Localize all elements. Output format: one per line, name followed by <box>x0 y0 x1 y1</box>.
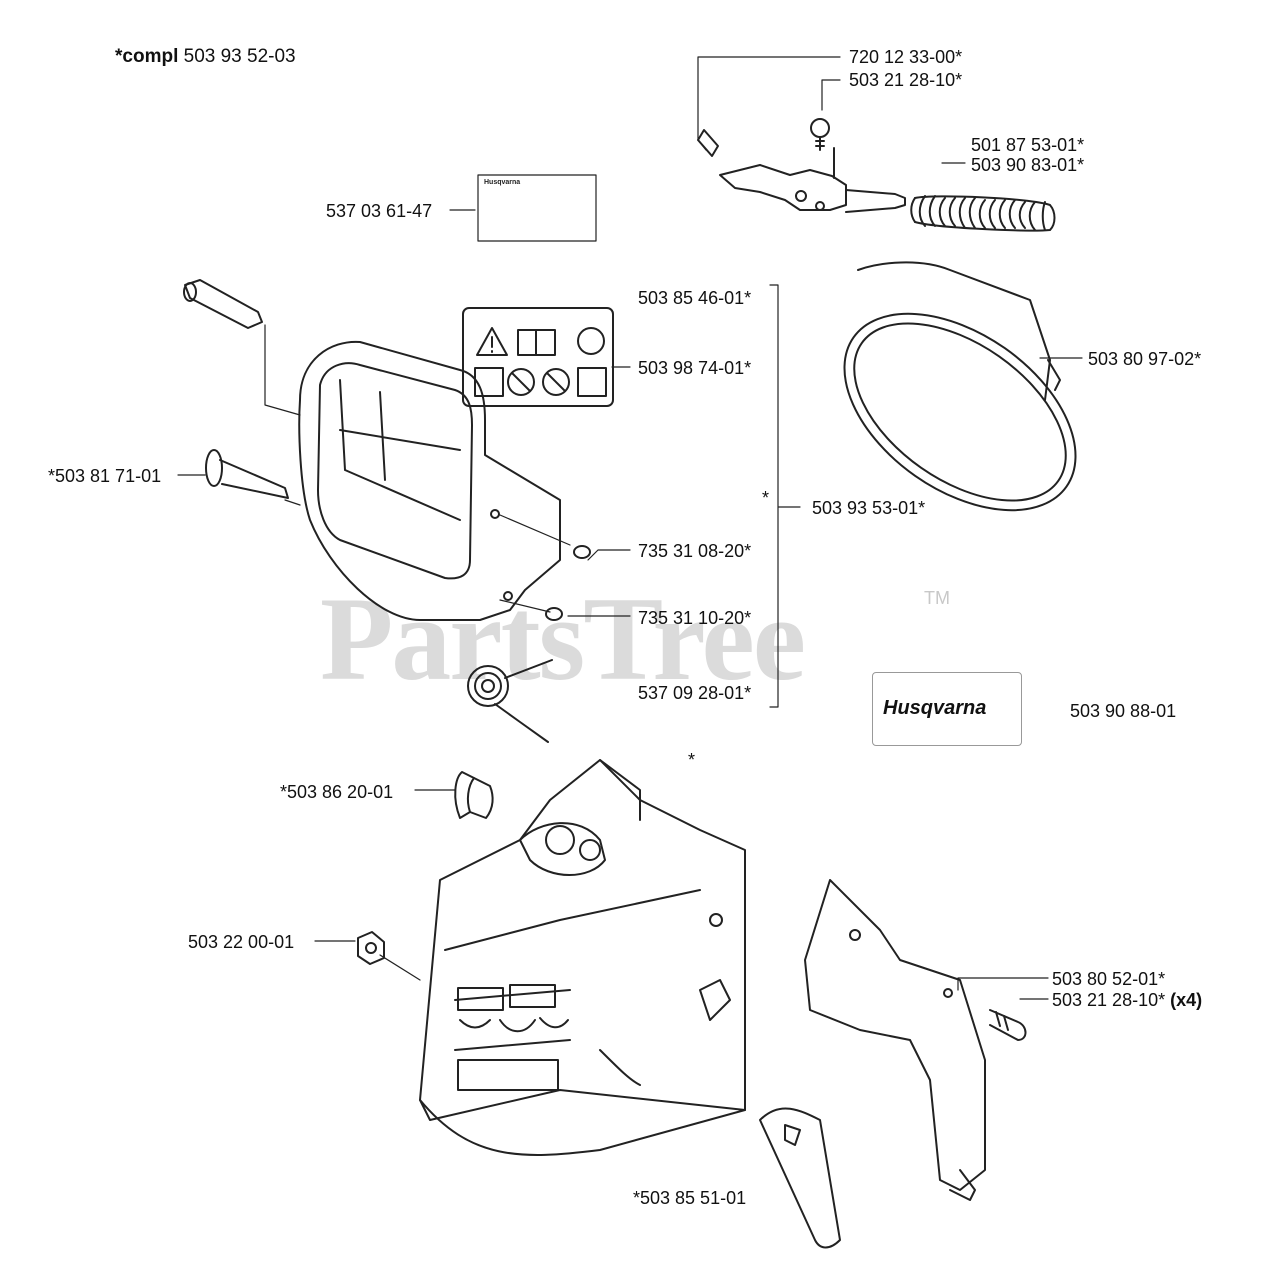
label-735-31-10-20: 735 31 10-20* <box>638 608 752 628</box>
decal-small <box>477 174 597 242</box>
label-503-21-28-10-bottom: 503 21 28-10* (x4) <box>1052 990 1202 1010</box>
label-503-81-71-01: *503 81 71-01 <box>48 466 162 486</box>
label-503-86-20-01: *503 86 20-01 <box>280 782 394 802</box>
label-537-03-61-47: 537 03 61-47 <box>326 201 433 221</box>
label-x4: (x4) <box>1170 990 1203 1010</box>
brake-band <box>843 261 1077 512</box>
torsion-spring <box>467 659 553 743</box>
screw-top <box>810 118 830 151</box>
brake-lever-part <box>697 129 906 213</box>
chain-brake-housing <box>419 759 746 1156</box>
label-503-22-00-01: 503 22 00-01 <box>188 932 295 952</box>
logo-text: Husqvarna <box>883 697 987 719</box>
bolt-left <box>205 449 289 499</box>
watermark: PartsTree <box>320 572 806 705</box>
pin-upper <box>183 279 263 329</box>
compl-prefix: *compl <box>115 46 179 67</box>
warning-decal <box>462 307 614 407</box>
label-503-85-51-01: *503 85 51-01 <box>633 1188 747 1208</box>
label-503-80-52-01: 503 80 52-01* <box>1052 969 1166 989</box>
label-503-80-97-02: 503 80 97-02* <box>1088 349 1202 369</box>
housing-star: * <box>688 750 696 770</box>
label-503-90-83-01: 503 90 83-01* <box>971 155 1085 175</box>
label-503-85-46-01: 503 85 46-01* <box>638 288 752 308</box>
washers <box>545 545 591 621</box>
bracket-star: * <box>762 488 770 508</box>
label-503-98-74-01: 503 98 74-01* <box>638 358 752 378</box>
leader-lines <box>177 56 1083 1000</box>
cover-plate <box>759 1107 841 1249</box>
label-503-21-28-10-top: 503 21 28-10* <box>849 70 963 90</box>
label-735-31-08-20: 735 31 08-20* <box>638 541 752 561</box>
clutch-cover <box>298 340 561 621</box>
husqvarna-logo-decal: Husqvarna <box>872 672 1022 746</box>
spring <box>910 195 1056 232</box>
screw-bottom <box>989 1009 1027 1041</box>
nut <box>357 931 385 965</box>
label-503-93-53-01: 503 93 53-01* <box>812 498 926 518</box>
watermark-tm: TM <box>924 588 950 608</box>
label-501-87-53-01: 501 87 53-01* <box>971 135 1085 155</box>
decal-small-text: Husqvarna <box>484 179 521 186</box>
chain-guard <box>804 879 986 1201</box>
label-720-12-33-00: 720 12 33-00* <box>849 47 963 67</box>
label-503-21-28-10-bottom-number: 503 21 28-10* <box>1052 990 1166 1010</box>
compl-number: 503 93 52-03 <box>183 46 296 67</box>
clip <box>454 771 494 819</box>
assembly-title: *compl 503 93 52-03 <box>115 46 296 68</box>
label-503-90-88-01: 503 90 88-01 <box>1070 701 1177 721</box>
label-537-09-28-01: 537 09 28-01* <box>638 683 752 703</box>
